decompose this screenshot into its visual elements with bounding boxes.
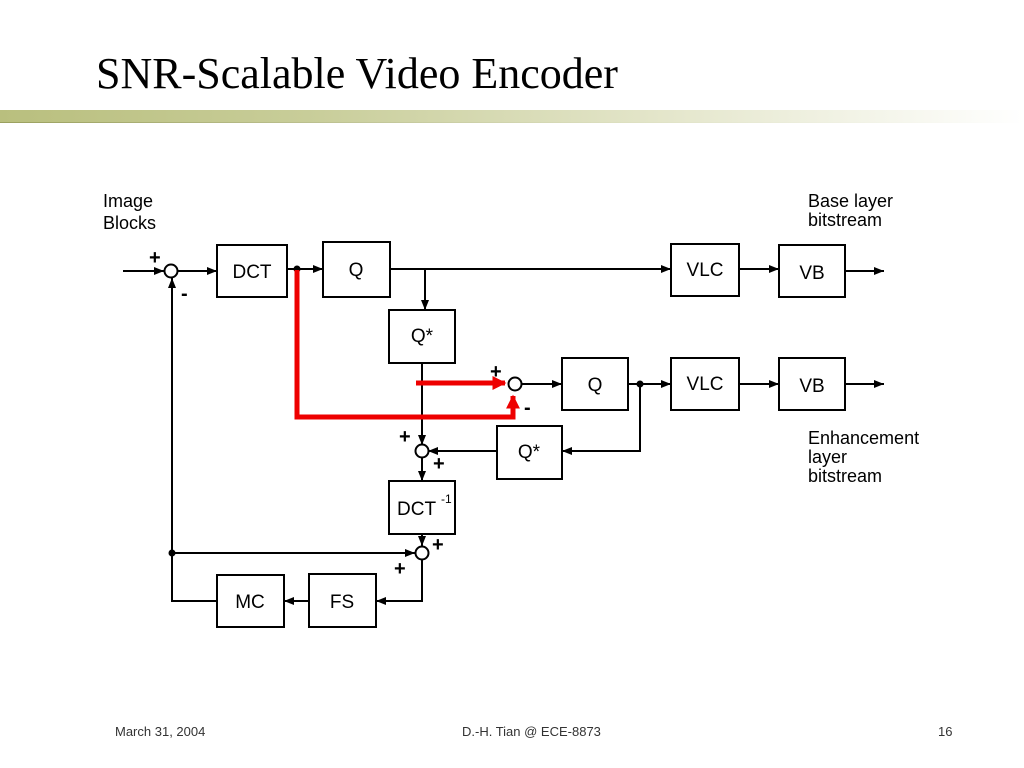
- sign-minus-enhancement: -: [524, 397, 531, 419]
- svg-text:VB: VB: [799, 376, 824, 397]
- enhancement-bitstream-label: bitstream: [808, 466, 882, 486]
- footer-author: D.-H. Tian @ ECE-8873: [462, 724, 601, 739]
- adder-reconstruct: [414, 443, 430, 459]
- block-dct: DCT: [216, 244, 288, 298]
- svg-text:DCT: DCT: [397, 499, 436, 520]
- svg-text:VLC: VLC: [687, 374, 724, 395]
- block-q-enhancement: Q: [561, 357, 629, 411]
- enhancement-label: Enhancement: [808, 428, 919, 448]
- input-label-image: Image: [103, 191, 153, 211]
- block-inverse-dct: DCT -1: [388, 480, 456, 535]
- junction-dot-feedback: [168, 549, 176, 557]
- block-fs: FS: [308, 573, 377, 628]
- highlight-path-dct: [294, 270, 520, 420]
- sign-plus-input: +: [149, 247, 161, 269]
- slide-title: SNR-Scalable Video Encoder: [96, 49, 618, 98]
- svg-text:Q: Q: [588, 375, 603, 396]
- base-layer-label: Base layer: [808, 191, 893, 211]
- svg-text:Q*: Q*: [518, 442, 541, 463]
- block-vlc-enhancement: VLC: [670, 357, 740, 411]
- enhancement-layer-label: layer: [808, 447, 847, 467]
- block-vb-base: VB: [778, 244, 846, 298]
- input-label-blocks: Blocks: [103, 213, 156, 233]
- svg-text:Q: Q: [349, 260, 364, 281]
- svg-text:Q*: Q*: [411, 326, 434, 347]
- block-q-base: Q: [322, 241, 391, 298]
- footer-page-number: 16: [938, 724, 953, 739]
- adder-feedback: [414, 545, 430, 561]
- sign-plus-reconstruct-top: +: [399, 426, 411, 448]
- sign-plus-reconstruct-right: +: [433, 453, 445, 475]
- base-bitstream-label: bitstream: [808, 210, 882, 230]
- block-qstar-base: Q*: [388, 309, 456, 364]
- footer-date: March 31, 2004: [115, 724, 206, 739]
- sign-plus-enhancement: +: [490, 361, 502, 383]
- block-vb-enhancement: VB: [778, 357, 846, 411]
- sign-minus-input: -: [181, 283, 188, 305]
- adder-input: [163, 263, 179, 279]
- svg-text:MC: MC: [235, 592, 265, 613]
- svg-text:DCT: DCT: [232, 262, 271, 283]
- adder-enhancement: [507, 376, 523, 392]
- block-qstar-enhancement: Q*: [496, 425, 563, 480]
- block-vlc-base: VLC: [670, 243, 740, 297]
- block-mc: MC: [216, 574, 285, 628]
- inverse-dct-superscript: -1: [441, 492, 452, 506]
- svg-text:VLC: VLC: [687, 260, 724, 281]
- junction-dot-q2: [636, 380, 644, 388]
- sign-plus-feedback-right: +: [432, 534, 444, 556]
- svg-text:VB: VB: [799, 263, 824, 284]
- title-underline-bar: [0, 110, 1024, 123]
- sign-plus-feedback-bottom: +: [394, 558, 406, 580]
- svg-text:FS: FS: [330, 592, 354, 613]
